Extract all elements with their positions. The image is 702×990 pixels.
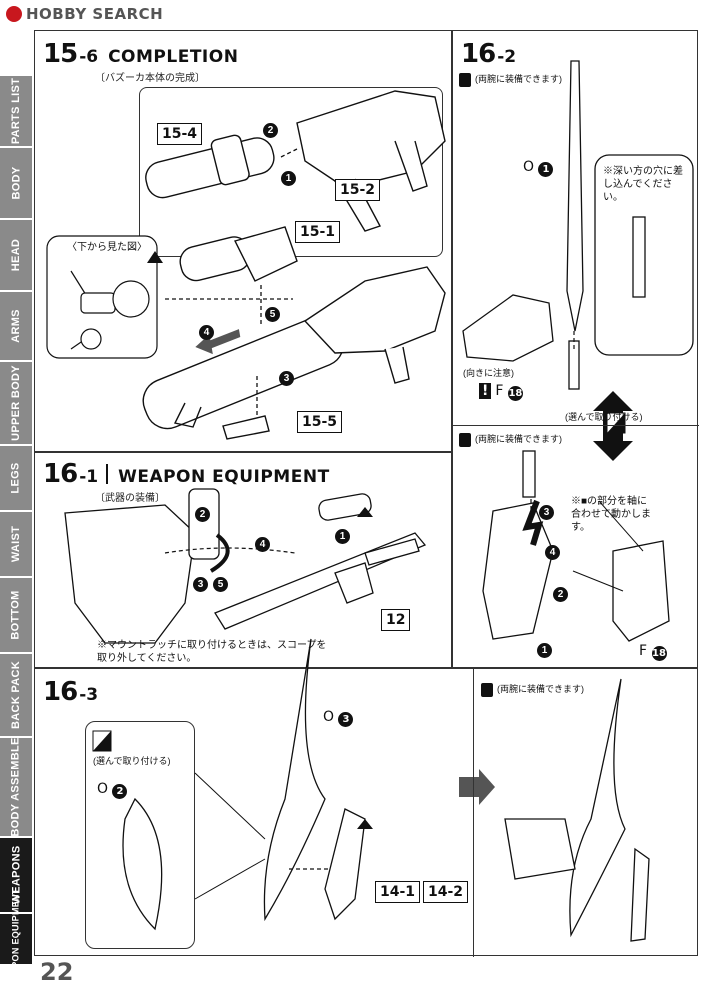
sidebar-tab-arms[interactable]: ARMS — [0, 292, 32, 362]
part-o3-label: O 3 — [323, 709, 354, 727]
part-tag-15-5: 15-5 — [297, 411, 343, 433]
choose-note: (選んで取り付ける) — [93, 756, 171, 766]
step-16-3-heading: 16-3 — [43, 677, 99, 707]
callout-3: 3 — [539, 505, 554, 520]
callout-1: 1 — [335, 529, 350, 544]
sidebar-tab-back-pack[interactable]: BACK PACK — [0, 654, 32, 738]
hobby-search-brand: HOBBY SEARCH — [26, 5, 164, 23]
step-16-3-panel: 16-3 (選んで取り付ける) O 2 O 3 14-1 14-2 (両腕に装備… — [34, 638, 698, 957]
sidebar-tab-body[interactable]: BODY — [0, 148, 32, 220]
page-number: 22 — [40, 958, 74, 986]
sidebar-tab-upper-body[interactable]: UPPER BODY — [0, 362, 32, 446]
hobby-search-watermark: HOBBY SEARCH — [6, 4, 163, 24]
view-from-below-label: 〈下から見た図〉 — [67, 242, 147, 253]
callout-1: 1 — [281, 171, 296, 186]
sidebar-tab-weapons[interactable]: WEAPONS — [0, 838, 32, 914]
sidebar-tab-weapon-equipment[interactable]: WEAPON EQUIPMENT — [0, 888, 32, 990]
part-tag-15-2: 15-2 — [335, 179, 381, 201]
section-sidebar: PARTS LIST BODY HEAD ARMS UPPER BODY LEG… — [0, 76, 32, 990]
sidebar-tab-head[interactable]: HEAD — [0, 220, 32, 292]
rifle-illustration — [64, 488, 427, 644]
direction-note: (向きに注意) — [463, 368, 514, 378]
callout-5: 5 — [265, 307, 280, 322]
part-tag-15-1: 15-1 — [295, 221, 341, 243]
part-f18-label: !F 18 — [479, 383, 523, 401]
step-16-2-heading: 16-2 — [461, 39, 517, 69]
both-arms-note: (両腕に装備できます) — [475, 74, 562, 84]
both-arms-icon — [481, 683, 493, 697]
step-15-6-jp: 〔バズーカ本体の完成〕 — [95, 73, 205, 84]
part-o1-label: O 1 — [523, 159, 554, 177]
sidebar-tab-body-assemble[interactable]: BODY ASSEMBLE — [0, 737, 32, 838]
sidebar-tab-parts-list[interactable]: PARTS LIST — [0, 76, 32, 148]
callout-4: 4 — [545, 545, 560, 560]
step-16-2-divider — [453, 425, 699, 426]
choose-note: (選んで取り付ける) — [565, 412, 643, 422]
step-16-3-divider — [473, 669, 474, 957]
callout-4: 4 — [199, 325, 214, 340]
callout-2: 2 — [553, 587, 568, 602]
step-15-6-panel: 15-6 COMPLETION 〔バズーカ本体の完成〕 — [34, 30, 452, 452]
both-arms-icon — [459, 73, 471, 87]
part-f18-label-2: F 18 — [639, 643, 667, 661]
callout-2: 2 — [195, 507, 210, 522]
callout-4: 4 — [255, 537, 270, 552]
move-along-axis-note: ※■の部分を軸に合わせて動かします。 — [571, 496, 651, 533]
callout-1: 1 — [537, 643, 552, 658]
both-arms-note-2: (両腕に装備できます) — [475, 434, 562, 444]
hobby-search-logo-icon — [6, 6, 22, 22]
part-o2-label: O 2 — [97, 781, 128, 799]
part-tag-12: 12 — [381, 609, 411, 631]
part-tag-14-1: 14-1 — [375, 881, 421, 903]
step-15-6-title: COMPLETION — [108, 47, 239, 67]
beam-saber-illustration — [462, 60, 694, 642]
mount-latch-note: ※マウントラッチに取り付けるときは、スコープを取り外してください。 — [97, 640, 327, 664]
both-arms-icon-2 — [459, 433, 471, 447]
step-16-1-panel: 16-1 WEAPON EQUIPMENT 〔武器の装備〕 12 ※マウントラッ… — [34, 452, 452, 668]
step-16-2-panel: 16-2 (両腕に装備できます) O 1 ※深い方の穴に差し込んでくださ — [452, 30, 699, 668]
sidebar-tab-bottom[interactable]: BOTTOM — [0, 578, 32, 654]
callout-5: 5 — [213, 577, 228, 592]
step-15-6-heading: 15-6 COMPLETION — [43, 39, 239, 69]
callout-2: 2 — [263, 123, 278, 138]
callout-3: 3 — [279, 371, 294, 386]
step-16-1-heading: 16-1 WEAPON EQUIPMENT — [43, 459, 330, 489]
part-tag-14-2: 14-2 — [423, 881, 469, 903]
heat-hawk-illustration — [92, 638, 650, 942]
both-arms-note: (両腕に装備できます) — [497, 684, 584, 694]
callout-3: 3 — [193, 577, 208, 592]
step-16-1-title: WEAPON EQUIPMENT — [118, 467, 330, 487]
insert-deep-hole-note: ※深い方の穴に差し込んでください。 — [603, 166, 683, 203]
part-tag-15-4: 15-4 — [157, 123, 203, 145]
sidebar-tab-legs[interactable]: LEGS — [0, 446, 32, 512]
sidebar-tab-waist[interactable]: WAIST — [0, 512, 32, 578]
step-16-1-jp: 〔武器の装備〕 — [95, 493, 165, 504]
